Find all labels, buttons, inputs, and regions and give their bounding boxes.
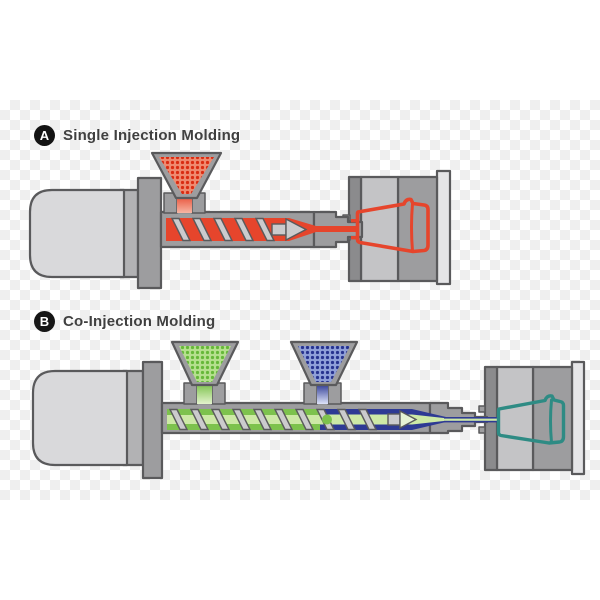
hopper-a [150,151,223,200]
blue-pellets [298,346,350,382]
panel-b-label: B Co-Injection Molding [34,311,215,332]
green-core-blob [322,414,332,425]
platen-a [435,169,452,286]
screw-tip-b [399,409,418,430]
feed-throat-b1 [183,382,226,405]
hopper-b-blue [289,340,359,387]
green-pellets [179,346,231,382]
red-pellets [159,157,214,194]
screw-a [170,217,308,242]
flange-a [136,176,163,290]
panel-b-badge: B [34,311,55,332]
sprue-b [444,417,499,423]
feed-throat-b2 [303,382,342,405]
platen-b [570,360,586,476]
panel-a-badge: A [34,125,55,146]
screw-tip-a [285,217,308,242]
molded-part-a [355,197,430,254]
motor-a [28,176,163,290]
panel-a-label: A Single Injection Molding [34,125,240,146]
panel-a-title: Single Injection Molding [63,127,241,144]
machine-a [28,151,452,290]
molded-part-b [496,394,566,445]
machine-b [31,340,586,480]
mold-a [342,169,452,286]
screw-b [168,408,446,431]
flange-b [141,360,164,480]
motor-b [31,360,164,480]
sprue-a [316,219,359,240]
panel-b-title: Co-Injection Molding [63,313,216,330]
hopper-b-green [170,340,240,387]
